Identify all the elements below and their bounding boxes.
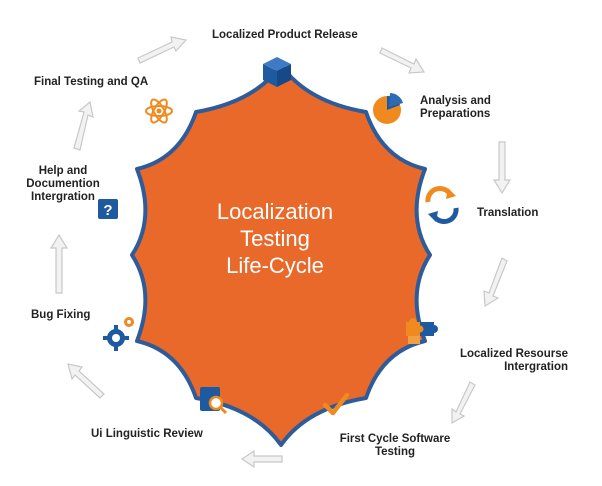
svg-text:?: ? [103, 202, 112, 219]
checkmark-icon [322, 392, 350, 416]
step-label-bug-fixing: Bug Fixing [31, 309, 91, 321]
pie-chart-icon [373, 93, 403, 124]
magnifier-document-icon [200, 387, 228, 415]
step-label-localized-product-release: Localized Product Release [212, 29, 358, 41]
puzzle-icon [406, 318, 438, 344]
step-label-final-testing-qa: Final Testing and QA [34, 76, 149, 88]
step-label-localized-resource-integration: Localized Resourse Intergration [459, 348, 568, 373]
step-label-translation: Translation [477, 207, 539, 219]
question-mark-icon: ? [98, 199, 118, 219]
cycle-arrow-4 [483, 257, 508, 308]
cycle-arrow-8 [49, 233, 69, 294]
refresh-arrows-icon [425, 186, 459, 224]
step-label-help-documentation: Help and Documention Intergration [26, 165, 100, 203]
cycle-arrow-2 [379, 47, 426, 74]
cycle-arrow-7 [67, 363, 105, 399]
cube-icon [263, 57, 291, 87]
cycle-arrow-6 [240, 449, 283, 469]
cycle-arrow-9 [73, 100, 94, 151]
step-label-ui-linguistic-review: Ui Linguistic Review [91, 428, 203, 440]
gears-icon [103, 317, 134, 351]
center-title: Localization Testing Life-Cycle [216, 199, 334, 278]
cycle-arrow-5 [451, 381, 476, 425]
step-label-first-cycle-testing: First Cycle Software Testing [339, 433, 451, 458]
cycle-arrow-3 [492, 141, 512, 195]
step-label-analysis-preparations: Analysis and Preparations [420, 95, 491, 120]
atom-icon [145, 98, 173, 124]
cycle-arrow-1 [137, 36, 188, 64]
center-octagon-shape [130, 63, 432, 447]
